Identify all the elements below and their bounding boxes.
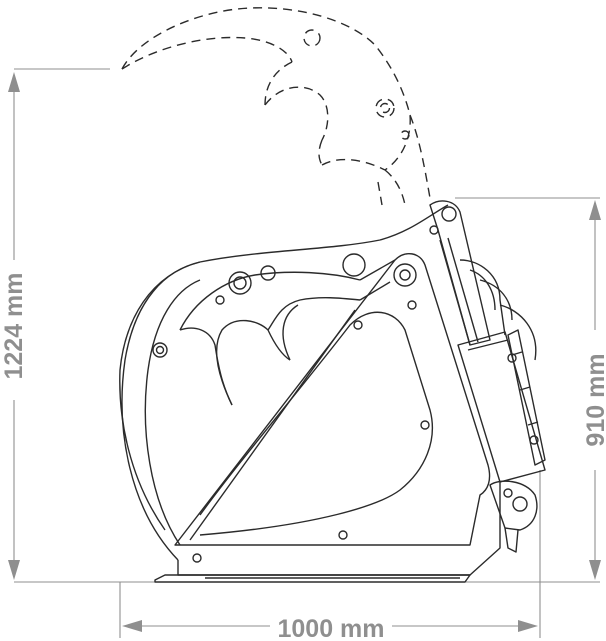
grapple-open-phantom — [121, 7, 431, 206]
width-label: 1000 mm — [277, 615, 384, 641]
arrow-right-icon — [518, 620, 538, 632]
arrow-up-icon — [589, 200, 601, 220]
arrow-up-icon — [8, 72, 20, 92]
grapple-closed — [119, 204, 449, 531]
arrow-down-icon — [8, 560, 20, 580]
dimension-arrows — [8, 72, 601, 632]
dimension-lines — [13, 68, 600, 638]
arrow-left-icon — [122, 620, 142, 632]
arrow-down-icon — [589, 560, 601, 580]
height-body-label: 910 mm — [582, 353, 606, 446]
height-total-label: 1224 mm — [0, 272, 28, 379]
bucket-body — [121, 253, 501, 583]
hydraulic-cylinder — [393, 200, 546, 553]
